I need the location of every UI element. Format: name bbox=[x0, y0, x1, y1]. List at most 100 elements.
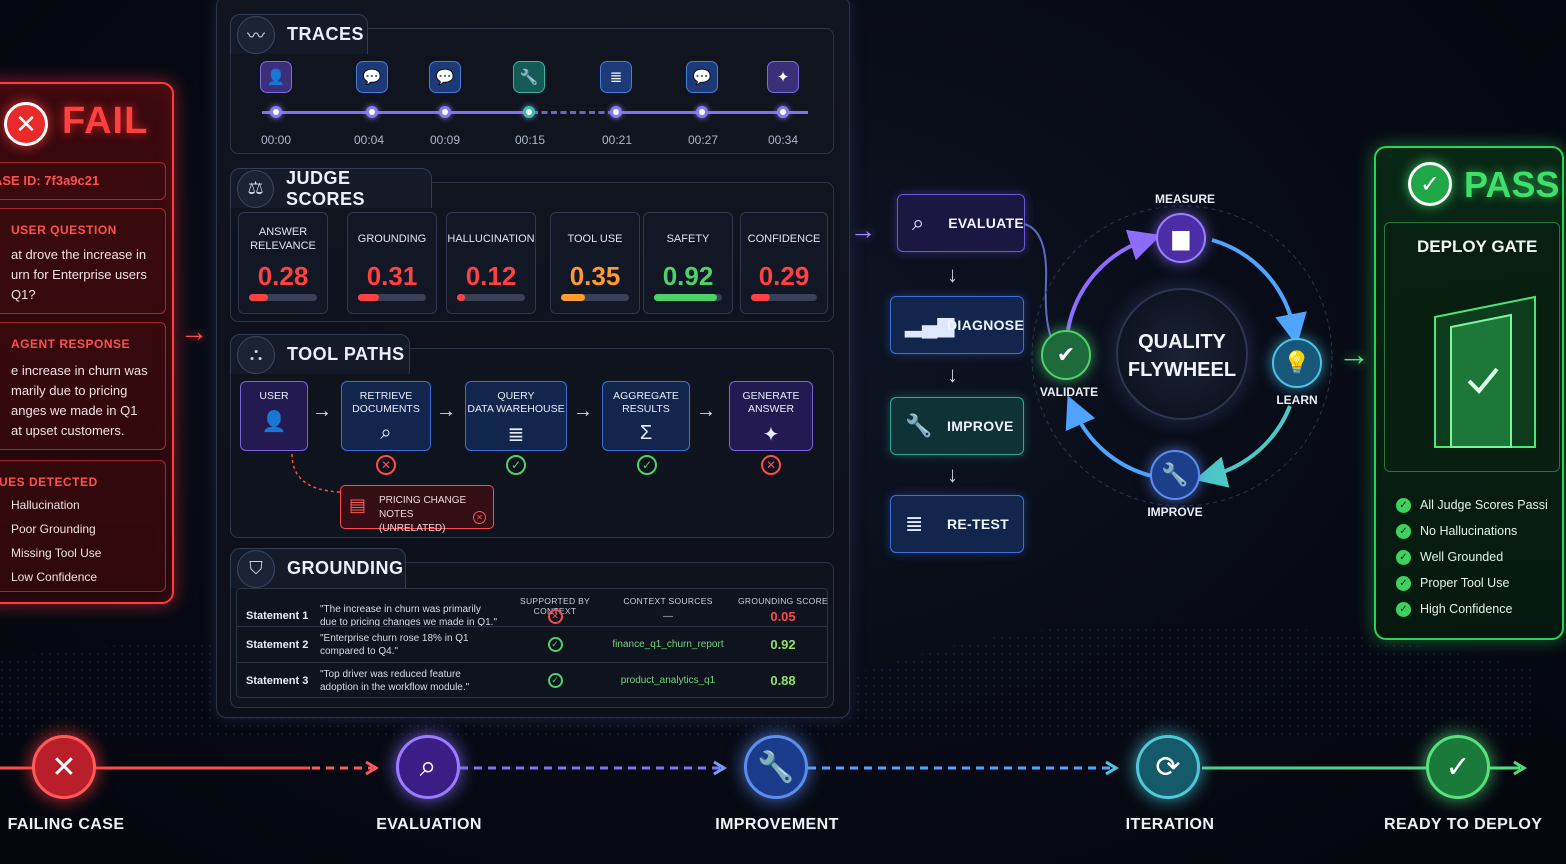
search-icon: ⌕ bbox=[912, 210, 925, 235]
search-icon: ⌕ bbox=[380, 422, 392, 444]
context-source: — bbox=[663, 610, 673, 622]
sparkle-icon: ✦ bbox=[762, 424, 780, 446]
pass-check-icon: ✓ bbox=[1408, 162, 1452, 206]
trace-time: 00:21 bbox=[601, 133, 633, 147]
trace-point[interactable] bbox=[523, 106, 535, 118]
issue-item: Hallucination bbox=[11, 498, 80, 512]
issues-list: Hallucination Poor Grounding Missing Too… bbox=[11, 493, 101, 589]
tool-node-query[interactable]: QUERY DATA WAREHOUSE ≣ bbox=[465, 381, 567, 451]
score-value: 0.29 bbox=[758, 261, 810, 291]
score-fill bbox=[457, 294, 466, 301]
database-icon: ≣ bbox=[905, 511, 924, 536]
document-icon: ▤ bbox=[349, 495, 367, 515]
trace-time: 00:27 bbox=[687, 133, 719, 147]
unrelated-note[interactable]: ▤ PRICING CHANGE NOTES (UNRELATED) ✕ bbox=[340, 485, 494, 534]
sigma-icon: Σ bbox=[639, 422, 653, 444]
grounding-score: 0.92 bbox=[770, 637, 796, 652]
trace-point[interactable] bbox=[777, 106, 789, 118]
pass-checklist: ✓All Judge Scores Passi ✓No Hallucinatio… bbox=[1396, 492, 1566, 622]
tool-node-generate[interactable]: GENERATE ANSWER ✦ bbox=[729, 381, 813, 451]
bar-chart-icon[interactable]: ▆ bbox=[1156, 213, 1206, 263]
database-icon[interactable]: ≣ bbox=[600, 61, 632, 93]
score-bar bbox=[457, 294, 525, 301]
agent-response-label: AGENT RESPONSE bbox=[11, 337, 131, 351]
score-card[interactable]: CONFIDENCE 0.29 bbox=[740, 212, 828, 314]
issues-box: UES DETECTED Hallucination Poor Groundin… bbox=[0, 460, 166, 592]
trace-point[interactable] bbox=[439, 106, 451, 118]
chat-icon[interactable]: 💬 bbox=[429, 61, 461, 93]
fail-status-icon: ✕ bbox=[761, 455, 781, 475]
score-bar bbox=[561, 294, 629, 301]
shield-check-icon[interactable]: ✔ bbox=[1041, 330, 1091, 380]
pipeline-arrow: ↓ bbox=[947, 462, 958, 487]
grounding-header: CONTEXT SOURCES bbox=[623, 596, 713, 606]
evaluate-step[interactable]: ⌕ EVALUATE bbox=[897, 194, 1025, 252]
score-fill bbox=[358, 294, 380, 301]
pass-item: ✓Well Grounded bbox=[1396, 544, 1566, 570]
trace-time: 00:34 bbox=[767, 133, 799, 147]
diagnose-step[interactable]: ▂▄▆ DIAGNOSE bbox=[890, 296, 1024, 354]
deploy-gate-box: DEPLOY GATE bbox=[1384, 222, 1560, 472]
trace-point[interactable] bbox=[270, 106, 282, 118]
improvement-wrench-icon[interactable]: 🔧 bbox=[744, 735, 808, 799]
retest-step[interactable]: ≣ RE-TEST bbox=[890, 495, 1024, 553]
grounding-row[interactable]: Statement 1"The increase in churn was pr… bbox=[236, 598, 828, 628]
score-fill bbox=[249, 294, 269, 301]
fail-x-icon: ✕ bbox=[4, 102, 48, 146]
user-icon[interactable]: 👤 bbox=[260, 61, 292, 93]
fail-to-traces-arrow: → bbox=[180, 316, 208, 347]
unrelated-note-text: PRICING CHANGE NOTES (UNRELATED) bbox=[379, 495, 467, 534]
statement-label: Statement 2 bbox=[246, 638, 309, 651]
note-connector bbox=[291, 453, 341, 493]
stage-label: IMPROVEMENT bbox=[715, 816, 839, 833]
tool-node-aggregate[interactable]: AGGREGATE RESULTS Σ bbox=[602, 381, 690, 451]
tool-node-user[interactable]: USER 👤 bbox=[240, 381, 308, 451]
trace-point[interactable] bbox=[610, 106, 622, 118]
flywheel-title: QUALITY FLYWHEEL bbox=[1127, 331, 1237, 381]
chat-icon[interactable]: 💬 bbox=[356, 61, 388, 93]
pass-item: ✓All Judge Scores Passi bbox=[1396, 492, 1566, 518]
improve-step[interactable]: 🔧 IMPROVE bbox=[890, 397, 1024, 455]
judge-scores-tab: ⚖ JUDGE SCORES bbox=[230, 168, 432, 209]
evaluation-search-icon[interactable]: ⌕ bbox=[396, 735, 460, 799]
iteration-refresh-icon[interactable]: ⟳ bbox=[1136, 735, 1200, 799]
ready-check-icon[interactable]: ✓ bbox=[1426, 735, 1490, 799]
score-value: 0.12 bbox=[465, 261, 517, 291]
grounding-row[interactable]: Statement 3"Top driver was reduced featu… bbox=[236, 662, 828, 698]
failing-case-icon[interactable]: ✕ bbox=[32, 735, 96, 799]
chat-icon[interactable]: 💬 bbox=[686, 61, 718, 93]
trace-line bbox=[262, 111, 532, 114]
check-icon: ✓ bbox=[1396, 575, 1411, 591]
sparkle-icon[interactable]: ✦ bbox=[767, 61, 799, 93]
pipeline-arrow: ↓ bbox=[947, 262, 958, 287]
scale-icon: ⚖ bbox=[237, 169, 275, 208]
pass-title: PASS bbox=[1464, 164, 1560, 205]
tool-arrow: → bbox=[312, 400, 332, 422]
wrench-icon[interactable]: 🔧 bbox=[1150, 450, 1200, 500]
wrench-icon: 🔧 bbox=[905, 413, 933, 438]
lightbulb-icon[interactable]: 💡 bbox=[1272, 338, 1322, 388]
learn-label: LEARN bbox=[1276, 393, 1318, 407]
grounding-row[interactable]: Statement 2"Enterprise churn rose 18% in… bbox=[236, 626, 828, 662]
support-status: ✓ bbox=[536, 627, 574, 662]
check-icon: ✓ bbox=[1396, 549, 1411, 565]
grounding-table bbox=[236, 588, 828, 698]
door-icon bbox=[1434, 295, 1536, 448]
issues-label: UES DETECTED bbox=[0, 475, 98, 489]
flywheel-center: QUALITY FLYWHEEL bbox=[1116, 288, 1248, 420]
close-icon: ✕ bbox=[473, 511, 486, 524]
trace-point[interactable] bbox=[696, 106, 708, 118]
pass-item: ✓No Hallucinations bbox=[1396, 518, 1566, 544]
wrench-icon[interactable]: 🔧 bbox=[513, 61, 545, 93]
tool-node-retrieve[interactable]: RETRIEVE DOCUMENTS ⌕ bbox=[341, 381, 431, 451]
score-label: CONFIDENCE bbox=[747, 233, 821, 245]
trace-point[interactable] bbox=[366, 106, 378, 118]
support-status: ✕ bbox=[536, 602, 574, 630]
trace-time: 00:09 bbox=[429, 133, 461, 147]
traces-title: TRACES bbox=[287, 24, 365, 44]
